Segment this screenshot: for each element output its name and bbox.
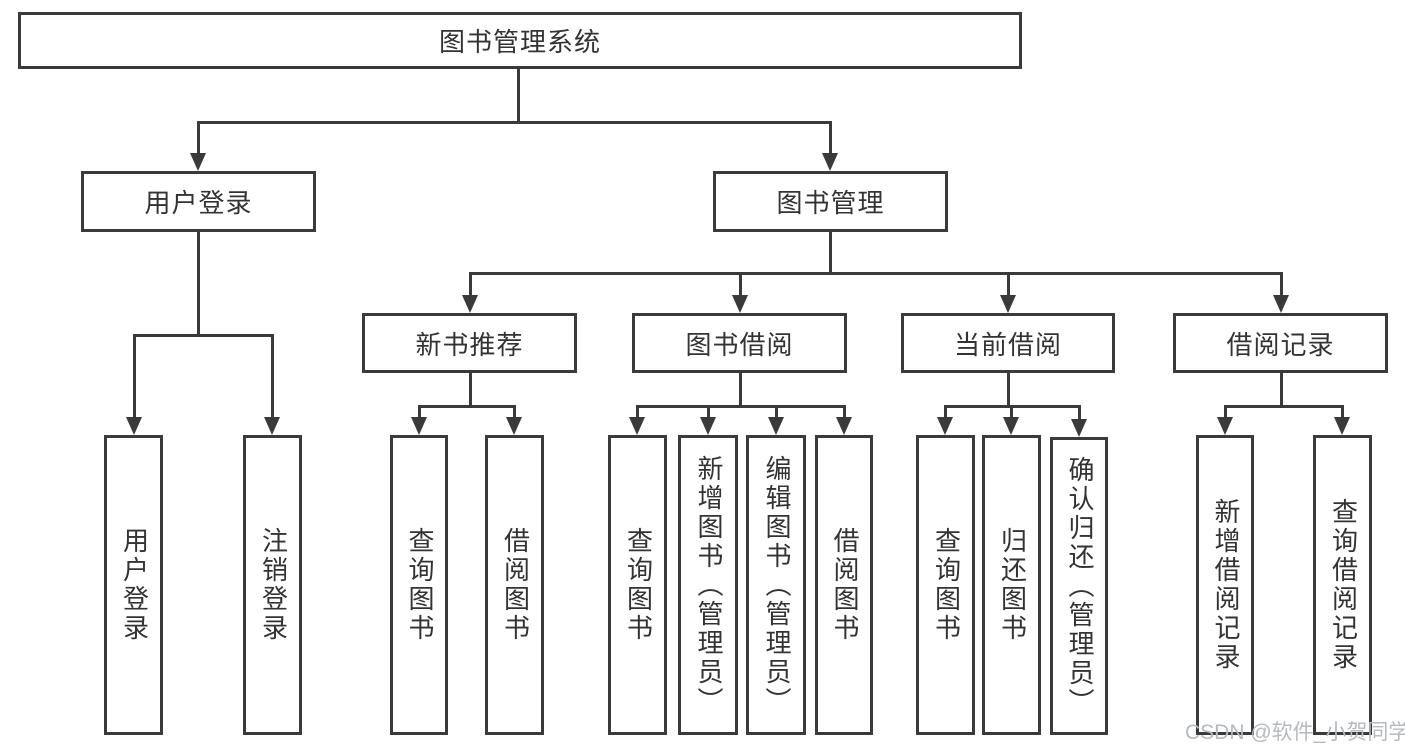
connector-user-login-shaft bbox=[197, 121, 200, 156]
node-borrow-records: 借阅记录 bbox=[1173, 313, 1388, 373]
arrowhead-icon bbox=[126, 417, 142, 435]
node-book-management-label: 图书管理 bbox=[776, 188, 885, 218]
arrowhead-icon bbox=[190, 153, 206, 171]
node-new-book-recommend-label: 新书推荐 bbox=[415, 329, 524, 360]
arrowhead-icon bbox=[462, 295, 478, 313]
arrowhead-icon bbox=[700, 417, 716, 435]
leaf-user-login-label: 用户登录 bbox=[119, 527, 150, 643]
leaf-add-book-admin: 新增图书（管理员） bbox=[678, 435, 738, 735]
connector-shaft bbox=[418, 405, 421, 420]
connector-shaft bbox=[1007, 272, 1010, 297]
node-borrow-records-label: 借阅记录 bbox=[1226, 329, 1335, 360]
connector-bar bbox=[418, 405, 516, 408]
arrowhead-icon bbox=[1003, 417, 1019, 435]
connector-level2-bar bbox=[197, 121, 832, 124]
connector-user-login-stem bbox=[197, 232, 200, 337]
arrowhead-icon bbox=[629, 417, 645, 435]
arrowhead-icon bbox=[1071, 419, 1087, 437]
arrowhead-icon bbox=[836, 417, 852, 435]
leaf-add-borrow-record: 新增借阅记录 bbox=[1196, 435, 1254, 735]
connector-shaft bbox=[944, 405, 947, 420]
leaf-borrow-book-1-label: 借阅图书 bbox=[500, 527, 531, 643]
leaf-query-book-1: 查询图书 bbox=[390, 435, 448, 735]
node-current-borrow: 当前借阅 bbox=[901, 313, 1115, 373]
arrowhead-icon bbox=[732, 295, 748, 313]
connector-level3-bar bbox=[469, 272, 1283, 275]
arrowhead-icon bbox=[411, 417, 427, 435]
connector-shaft bbox=[469, 272, 472, 297]
leaf-query-borrow-record: 查询借阅记录 bbox=[1313, 435, 1372, 735]
node-user-login-label: 用户登录 bbox=[144, 188, 253, 218]
leaf-return-book: 归还图书 bbox=[982, 435, 1041, 735]
leaf-borrow-book-2: 借阅图书 bbox=[815, 435, 873, 735]
leaf-query-book-2-label: 查询图书 bbox=[623, 527, 654, 643]
connector-book-mgmt-stem bbox=[829, 232, 832, 275]
connector-shaft bbox=[739, 272, 742, 297]
connector-shaft bbox=[843, 405, 846, 420]
arrowhead-icon bbox=[1217, 417, 1233, 435]
leaf-query-book-3: 查询图书 bbox=[916, 435, 975, 735]
node-book-borrow-label: 图书借阅 bbox=[685, 329, 794, 360]
connector-shaft bbox=[636, 405, 639, 420]
leaf-add-borrow-record-label: 新增借阅记录 bbox=[1210, 498, 1241, 672]
arrowhead-icon bbox=[937, 417, 953, 435]
leaf-query-book-3-label: 查询图书 bbox=[931, 527, 962, 643]
connector-shaft bbox=[271, 334, 274, 420]
connector-shaft bbox=[707, 405, 710, 420]
leaf-logout: 注销登录 bbox=[243, 435, 302, 735]
leaf-query-book-2: 查询图书 bbox=[608, 435, 667, 735]
node-book-management: 图书管理 bbox=[713, 171, 948, 232]
node-book-borrow: 图书借阅 bbox=[632, 313, 847, 373]
leaf-user-login: 用户登录 bbox=[104, 435, 163, 735]
connector-stem bbox=[1007, 373, 1010, 408]
node-root-label: 图书管理系统 bbox=[438, 27, 601, 57]
leaf-borrow-book-1: 借阅图书 bbox=[485, 435, 544, 735]
node-root: 图书管理系统 bbox=[18, 12, 1022, 69]
leaf-edit-book-admin: 编辑图书（管理员） bbox=[746, 435, 806, 735]
connector-bar bbox=[636, 405, 846, 408]
connector-root-stem bbox=[517, 69, 520, 124]
connector-stem bbox=[1280, 373, 1283, 408]
connector-shaft bbox=[1341, 405, 1344, 420]
leaf-query-borrow-record-label: 查询借阅记录 bbox=[1328, 498, 1359, 672]
leaf-add-book-admin-label: 新增图书（管理员） bbox=[693, 454, 724, 716]
node-current-borrow-label: 当前借阅 bbox=[953, 329, 1062, 360]
leaf-confirm-return-admin-label: 确认归还（管理员） bbox=[1064, 455, 1095, 717]
connector-shaft bbox=[133, 334, 136, 420]
arrowhead-icon bbox=[768, 417, 784, 435]
leaf-query-book-1-label: 查询图书 bbox=[404, 527, 435, 643]
arrowhead-icon bbox=[822, 153, 838, 171]
leaf-borrow-book-2-label: 借阅图书 bbox=[829, 527, 860, 643]
connector-shaft bbox=[1078, 405, 1081, 422]
watermark: CSDN @软件_小贺同学 bbox=[1185, 721, 1405, 744]
connector-stem bbox=[739, 373, 742, 408]
leaf-logout-label: 注销登录 bbox=[258, 527, 289, 643]
connector-bar bbox=[1224, 405, 1344, 408]
connector-shaft bbox=[1224, 405, 1227, 420]
connector-shaft bbox=[1280, 272, 1283, 297]
connector-user-login-bar bbox=[133, 334, 274, 337]
leaf-confirm-return-admin: 确认归还（管理员） bbox=[1050, 437, 1108, 735]
leaf-return-book-label: 归还图书 bbox=[997, 527, 1028, 643]
connector-book-mgmt-shaft bbox=[829, 121, 832, 156]
connector-shaft bbox=[513, 405, 516, 420]
arrowhead-icon bbox=[1334, 417, 1350, 435]
node-user-login: 用户登录 bbox=[81, 171, 316, 232]
arrowhead-icon bbox=[264, 417, 280, 435]
arrowhead-icon bbox=[506, 417, 522, 435]
node-new-book-recommend: 新书推荐 bbox=[362, 313, 577, 373]
connector-shaft bbox=[775, 405, 778, 420]
arrowhead-icon bbox=[1273, 295, 1289, 313]
arrowhead-icon bbox=[1000, 295, 1016, 313]
connector-stem bbox=[469, 373, 472, 408]
leaf-edit-book-admin-label: 编辑图书（管理员） bbox=[761, 454, 792, 716]
connector-shaft bbox=[1010, 405, 1013, 420]
